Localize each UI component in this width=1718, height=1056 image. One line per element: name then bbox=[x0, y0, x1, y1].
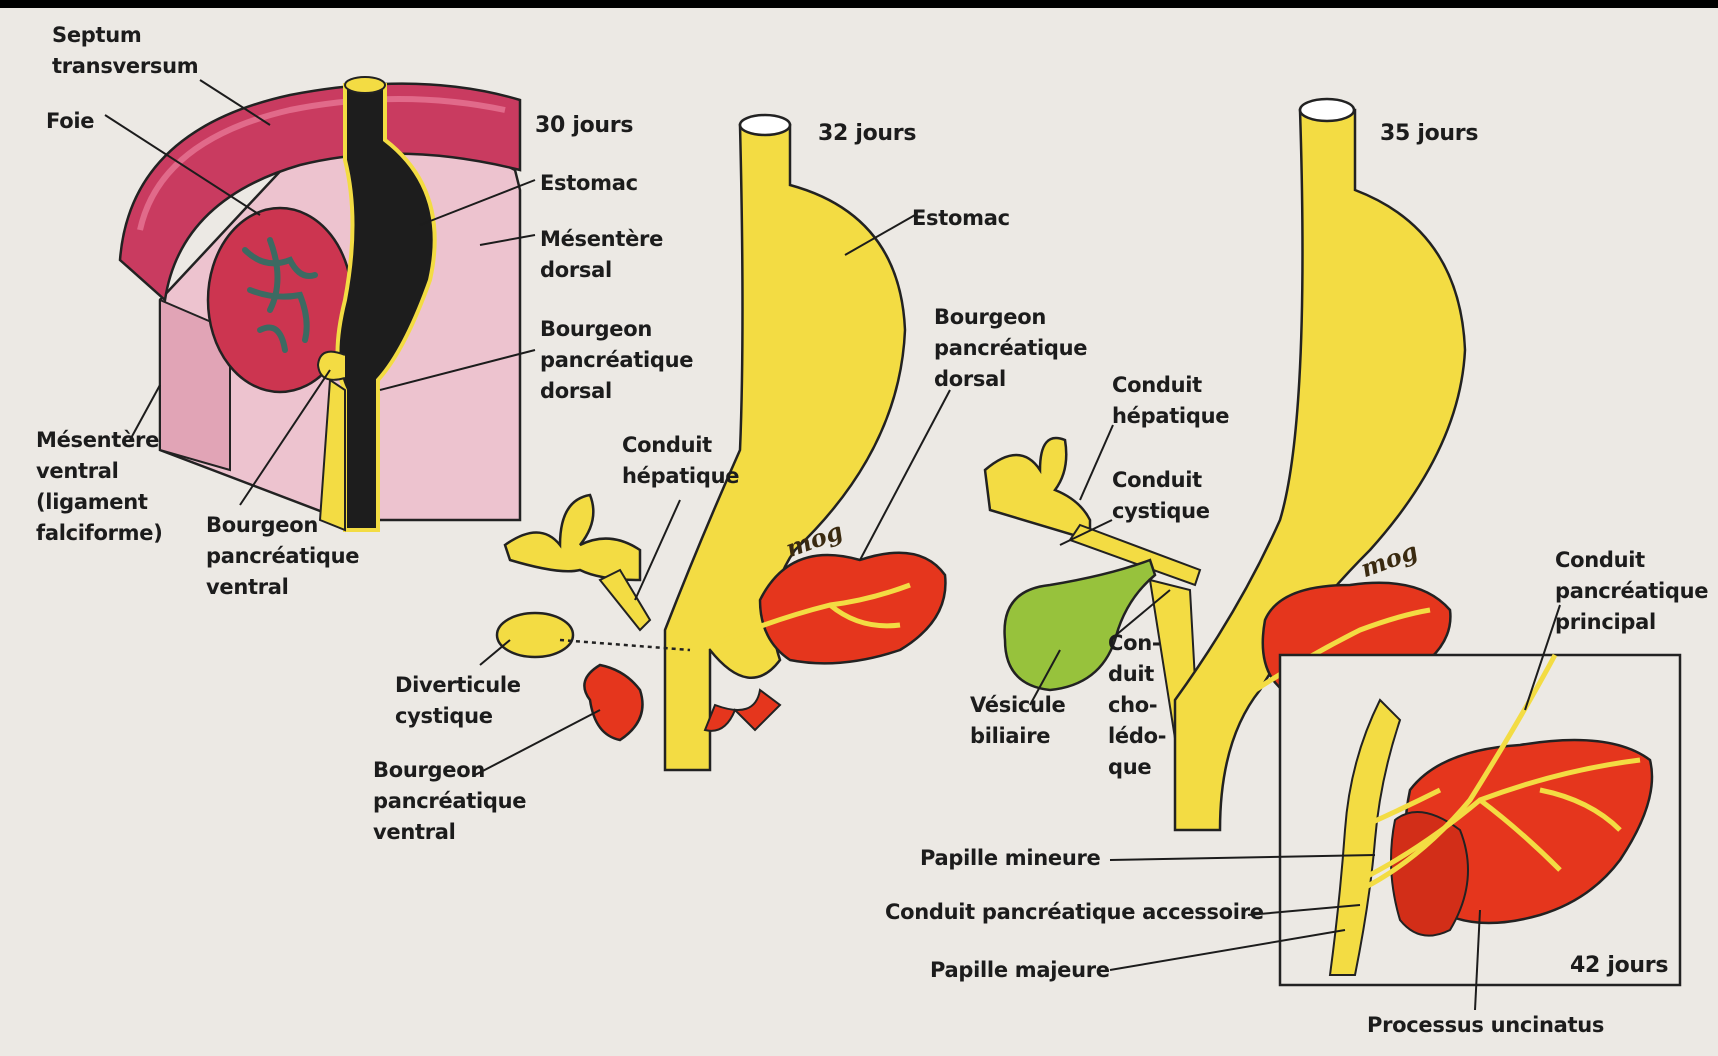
cystic-diverticulum-shape bbox=[497, 613, 573, 657]
label-bourgeon-dorsal-32: Bourgeon pancréatique dorsal bbox=[934, 302, 1087, 395]
hepatic-branches-32 bbox=[505, 495, 640, 580]
ventral-bud-30 bbox=[318, 352, 345, 380]
label-conduit-pancreatique-accessoire: Conduit pancréatique accessoire bbox=[885, 897, 1264, 928]
label-estomac-32: Estomac bbox=[912, 203, 1010, 234]
label-bourgeon-ventral-30: Bourgeon pancréatique ventral bbox=[206, 510, 359, 603]
stage-label-42: 42 jours bbox=[1570, 950, 1668, 981]
pancreas-42-head bbox=[1391, 812, 1468, 936]
gut-opening bbox=[345, 77, 385, 93]
gut-opening-32 bbox=[740, 115, 790, 135]
label-diverticule-cystique: Diverticule cystique bbox=[395, 670, 521, 732]
rotation-arrow bbox=[705, 690, 780, 731]
ventral-bud-32 bbox=[584, 665, 642, 740]
label-conduit-cystique: Conduit cystique bbox=[1112, 465, 1210, 527]
embryo-30-days-block bbox=[120, 77, 520, 530]
label-mesentere-ventral: Mésentère ventral (ligament falciforme) bbox=[36, 425, 163, 549]
label-papille-mineure: Papille mineure bbox=[920, 843, 1101, 874]
label-foie: Foie bbox=[46, 106, 94, 137]
label-bourgeon-dorsal-30: Bourgeon pancréatique dorsal bbox=[540, 314, 693, 407]
inset-42-days bbox=[1280, 655, 1680, 985]
hepatic-branches-35 bbox=[985, 438, 1090, 540]
label-conduit-hepatique-35: Conduit hépatique bbox=[1112, 370, 1229, 432]
label-estomac-30: Estomac bbox=[540, 168, 638, 199]
label-papille-majeure: Papille majeure bbox=[930, 955, 1110, 986]
stage-label-35: 35 jours bbox=[1380, 118, 1478, 149]
stage-label-30: 30 jours bbox=[535, 110, 633, 141]
label-bourgeon-ventral-32: Bourgeon pancréatique ventral bbox=[373, 755, 526, 848]
dorsal-bud-32 bbox=[760, 553, 945, 664]
label-conduit-hepatique-32: Conduit hépatique bbox=[622, 430, 739, 492]
label-septum-transversum: Septum transversum bbox=[52, 20, 198, 82]
label-processus-uncinatus: Processus uncinatus bbox=[1367, 1010, 1604, 1041]
label-vesicule-biliaire: Vésicule biliaire bbox=[970, 690, 1065, 752]
label-conduit-pancreatique-principal: Conduit pancréatique principal bbox=[1555, 545, 1708, 638]
hepatic-duct-32 bbox=[600, 570, 650, 630]
gut-opening-35 bbox=[1300, 99, 1354, 121]
label-mesentere-dorsal: Mésentère dorsal bbox=[540, 224, 663, 286]
label-conduit-choledoque: Con- duit cho- lédo- que bbox=[1108, 628, 1166, 783]
stage-label-32: 32 jours bbox=[818, 118, 916, 149]
